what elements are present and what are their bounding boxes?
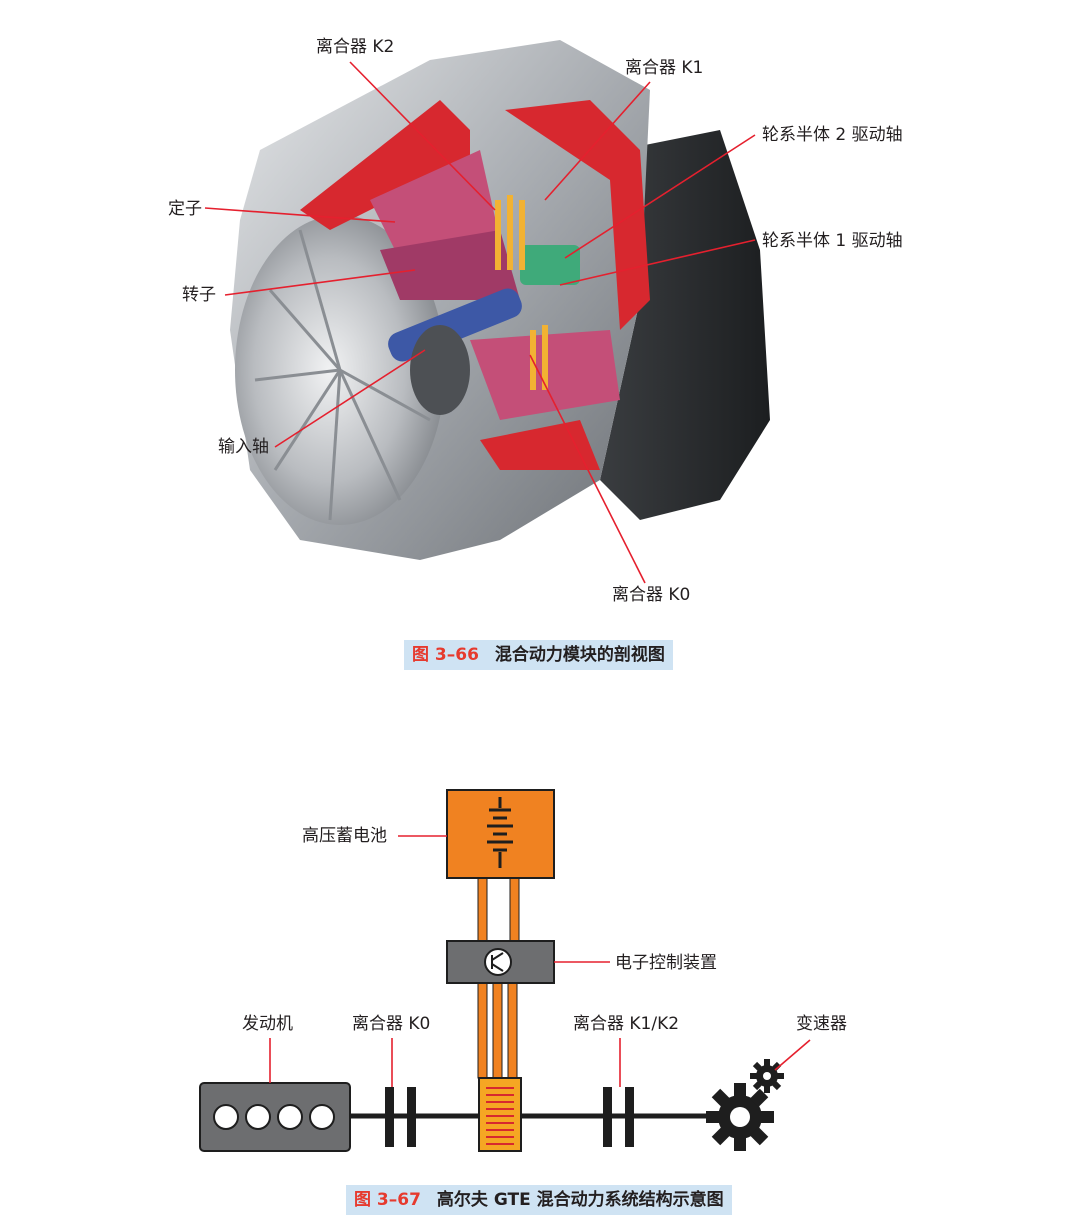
label-gearbox: 变速器 [796,1014,847,1034]
label-input-shaft: 输入轴 [218,437,269,457]
label-schematic-clutch-k0: 离合器 K0 [352,1014,431,1034]
leader-lines [204,61,756,584]
label-hv-battery: 高压蓄电池 [302,826,387,846]
figure-caption-3-67: 图 3–67 高尔夫 GTE 混合动力系统结构示意图 [346,1185,732,1215]
engine-block [199,1082,351,1152]
schematic-leader-lines [269,835,811,1087]
transistor-icon [484,948,512,976]
label-stator: 定子 [168,199,202,219]
cut-red-right [505,100,650,330]
rotor-part [380,230,520,300]
gearbox-gear-icon [706,1059,784,1151]
engine-cylinders [213,1104,335,1130]
caption-number: 图 3–67 [354,1190,421,1210]
label-ecu: 电子控制装置 [615,953,717,973]
label-clutch-k2: 离合器 K2 [316,37,395,57]
figure-caption-3-66: 图 3–66 混合动力模块的剖视图 [404,640,673,670]
caption-title: 高尔夫 GTE 混合动力系统结构示意图 [436,1190,724,1210]
label-clutch-k1: 离合器 K1 [625,58,704,78]
label-clutch-k1-k2: 离合器 K1/K2 [573,1014,680,1034]
cut-red-top [300,100,470,230]
label-clutch-k0: 离合器 K0 [612,585,691,605]
caption-number: 图 3–66 [412,645,479,665]
e-motor-windings [486,1087,514,1145]
label-gear-half-2-shaft: 轮系半体 2 驱动轴 [762,125,903,145]
clutch-k1-k2-symbol [603,1087,634,1147]
e-motor-module [478,1077,522,1152]
cut-red-bottom [480,420,600,470]
center-bore [410,325,470,415]
stator-part [370,150,500,260]
label-gear-half-1-shaft: 轮系半体 1 驱动轴 [762,231,903,251]
transistor-symbol [491,952,504,972]
caption-title: 混合动力模块的剖视图 [494,645,665,665]
label-rotor: 转子 [182,285,216,305]
clutch-k0-symbol [385,1087,416,1147]
label-engine: 发动机 [242,1014,293,1034]
green-hub [520,245,580,285]
battery-icon [487,797,513,868]
bell-ribs [254,229,431,521]
